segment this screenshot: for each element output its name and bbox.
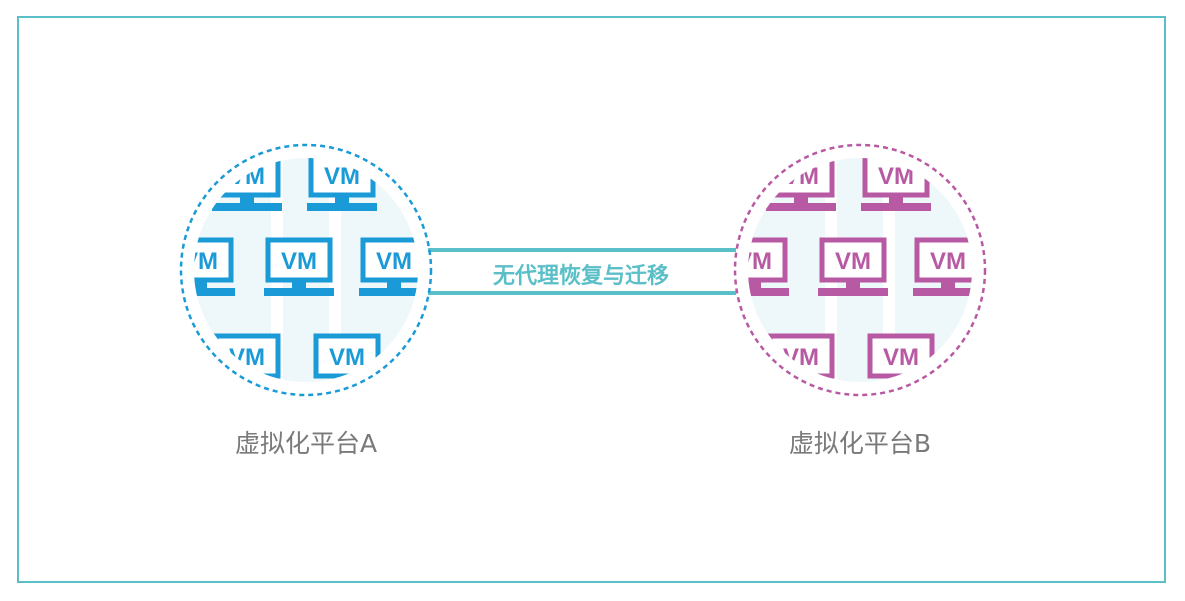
vm-label: VM: [835, 248, 871, 275]
vm-label: VM: [878, 163, 914, 190]
vm-stand: [941, 282, 955, 288]
vm-screen: [194, 237, 234, 283]
vm-stand: [894, 378, 908, 382]
vm-base: [212, 384, 282, 392]
vm-stand: [889, 197, 903, 203]
platform-b-node: VM VM VM VM VM VM VM: [733, 143, 987, 397]
platform-a-vm-icon: VM: [182, 237, 235, 296]
vm-stand: [846, 282, 860, 288]
platform-b-vm-icon: VM: [766, 333, 836, 392]
vm-screen: [819, 237, 887, 283]
vm-base: [194, 288, 235, 296]
vm-base: [748, 288, 789, 296]
vm-stand: [240, 197, 254, 203]
vm-stand: [340, 378, 354, 382]
platform-a-vm-icon: VM: [359, 237, 418, 296]
vm-label: VM: [329, 344, 365, 371]
platform-a-vm-icon: VM: [212, 333, 282, 392]
vm-base: [766, 384, 836, 392]
vm-screen: [265, 237, 333, 283]
vm-base: [861, 203, 931, 211]
vm-label: VM: [883, 344, 919, 371]
vm-base: [766, 203, 836, 211]
platform-b-vm-icon: VM: [818, 237, 888, 296]
platform-b-vm-icon: VM: [736, 237, 789, 296]
platform-b-dashed-border: [733, 143, 987, 397]
platform-b-vm-icon: VM: [913, 237, 972, 296]
platform-a-dashed-border: [179, 143, 433, 397]
link-label: 无代理恢复与迁移: [492, 264, 669, 289]
vm-screen: [748, 237, 788, 283]
vm-base: [212, 203, 282, 211]
vm-stand: [387, 282, 401, 288]
platform-b-vm-icon: VM: [867, 333, 935, 382]
vm-label: VM: [736, 248, 772, 275]
platform-a-grid-gap: [329, 158, 341, 382]
vm-base: [307, 203, 377, 211]
vm-label: VM: [376, 248, 412, 275]
vm-base: [359, 288, 418, 296]
vm-label: VM: [229, 344, 265, 371]
platform-a-node: VM VM VM VM VM VM VM: [179, 143, 433, 397]
platform-b-label: 虚拟化平台B: [788, 429, 932, 458]
vm-base: [264, 288, 334, 296]
platform-a-vm-icon: VM: [313, 333, 381, 382]
vm-label: VM: [783, 163, 819, 190]
vm-stand: [794, 197, 808, 203]
vm-label: VM: [182, 248, 218, 275]
vm-base: [818, 288, 888, 296]
vm-screen: [914, 237, 972, 283]
vm-screen: [360, 237, 418, 283]
vm-stand: [292, 282, 306, 288]
platform-a-label: 虚拟化平台A: [234, 429, 378, 458]
vm-label: VM: [281, 248, 317, 275]
vm-stand: [194, 282, 207, 288]
vm-label: VM: [783, 344, 819, 371]
platform-a-vm-icon: VM: [264, 237, 334, 296]
vm-label: VM: [324, 163, 360, 190]
platform-b-grid-gap: [883, 158, 895, 382]
vm-stand: [748, 282, 761, 288]
vm-label: VM: [229, 163, 265, 190]
diagram-frame: [17, 16, 1166, 583]
vm-label: VM: [930, 248, 966, 275]
vm-base: [913, 288, 972, 296]
vm-stand: [335, 197, 349, 203]
